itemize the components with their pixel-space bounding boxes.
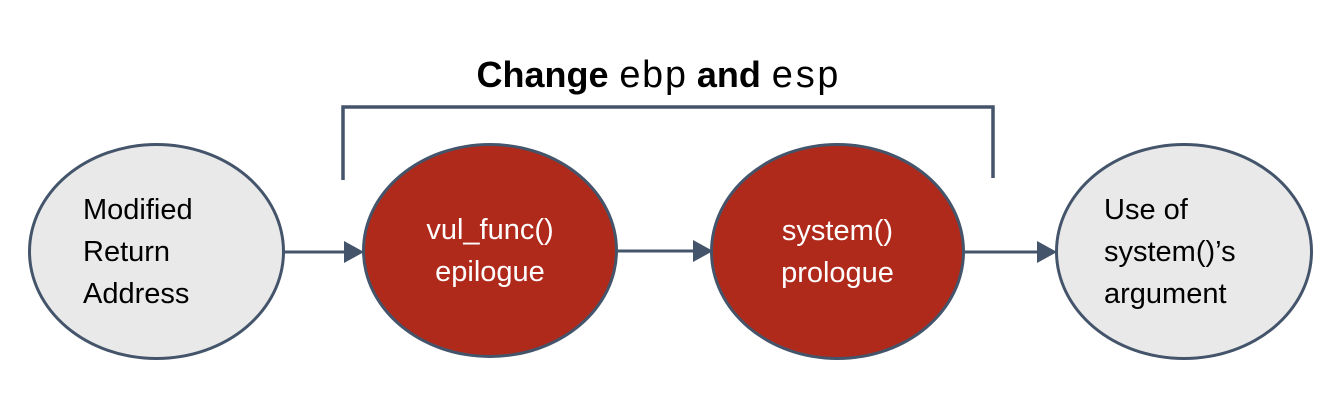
arrowhead-icon (1037, 241, 1057, 263)
node-modified-return-address: Modified Return Address (28, 143, 285, 360)
node-vul-func-epilogue: vul_func() epilogue (362, 143, 618, 358)
bracket-label-part-mono: ebp (618, 56, 687, 99)
bracket-label: Change ebp and esp (299, 34, 999, 119)
node-label: system() prologue (781, 214, 894, 289)
bracket-label-part-sans: and (686, 54, 771, 95)
node-label: vul_func() epilogue (426, 213, 554, 288)
node-label: Use of system()’s argument (1104, 193, 1236, 310)
arrowhead-icon (344, 241, 364, 263)
bracket-label-part-sans: Change (476, 54, 619, 95)
node-system-prologue: system() prologue (710, 143, 965, 360)
node-label: Modified Return Address (83, 193, 193, 310)
node-use-of-system-argument: Use of system()’s argument (1055, 143, 1313, 360)
flow-arrow-1 (283, 241, 364, 263)
flow-arrow-3 (965, 241, 1057, 263)
bracket-label-part-mono: esp (770, 56, 840, 99)
flow-arrow-2 (618, 240, 713, 262)
